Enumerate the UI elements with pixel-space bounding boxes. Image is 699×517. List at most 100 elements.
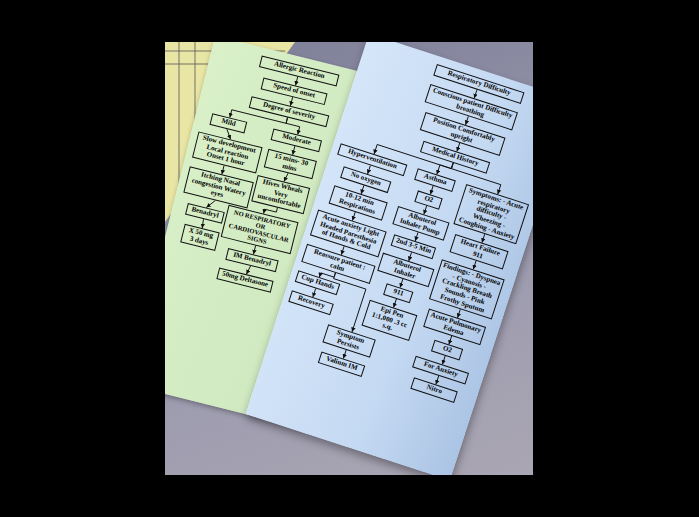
box-text: Hives Wheals Very uncomfortable [255, 178, 307, 212]
process-box: Mild [210, 113, 248, 133]
connector-arrow [246, 265, 250, 274]
connector-arrow [367, 165, 370, 174]
connector-arrow [312, 289, 315, 298]
box-text: Degree of severity [252, 99, 326, 124]
connector-arrow [361, 185, 364, 194]
connector-arrow [457, 309, 460, 318]
process-box: Allergic Reaction [259, 55, 339, 86]
box-text: Heart Failure 911 [452, 237, 504, 267]
process-box: O2 [414, 190, 442, 209]
connector-arrow [264, 205, 278, 217]
connector-arrow [341, 246, 344, 255]
photo-background: Allergic ReactionSpeed of onsetDegree of… [165, 42, 533, 475]
box-text: Reassure patient : calm [304, 247, 372, 282]
connector-arrow [225, 129, 233, 139]
process-box: Degree of severity [249, 96, 329, 127]
process-box: 10-12 min Respirations [328, 185, 387, 221]
box-text: 50mg Deltasone [220, 270, 270, 290]
box-text: 15 mins- 30 mins [267, 151, 313, 177]
process-box: Nitro [410, 377, 457, 402]
box-text: Albuterol Inhaler [380, 255, 430, 284]
connector-arrow [253, 246, 255, 255]
box-text: Acute anxiety Light Headed Paresthesia o… [313, 212, 383, 254]
process-box: Hyperventilation [337, 143, 407, 176]
box-text: Speed of onset [264, 80, 324, 102]
connector-arrow [423, 206, 426, 215]
process-box: 911 [383, 283, 413, 303]
box-text: Symptoms: - Acute respiratory difficulty… [456, 187, 525, 242]
box-text: 911 [386, 286, 409, 300]
box-text: Symptom Persists [325, 327, 372, 355]
box-text: Itching Nasal congestion Watery eyes [187, 169, 251, 206]
process-box: Cup Hands [294, 270, 339, 295]
process-box: Albuterol Inhaler [377, 253, 434, 288]
connector-arrow [293, 146, 295, 155]
box-text: Mild [213, 116, 244, 131]
process-box: IM Benadryl [225, 248, 278, 272]
process-box: No oxygen [340, 166, 391, 193]
process-box: 50mg Deltasone [216, 267, 273, 292]
box-text: For Anxiety [415, 359, 465, 382]
box-text: Asthma [417, 171, 452, 189]
process-box: Moderate [271, 128, 322, 151]
box-text: NO RESPIRATORY OR CARDIOVASCULAR SIGNS [224, 208, 295, 252]
box-text: 2nd 3-5 Min [394, 237, 433, 256]
box-text: O2 [417, 193, 438, 206]
process-box: Heart Failure 911 [449, 234, 508, 270]
connector-arrow [435, 376, 438, 385]
process-box: Medical History [420, 141, 490, 174]
connector-arrow [481, 234, 484, 243]
box-text: Allergic Reaction [262, 58, 336, 83]
connector-arrow [343, 350, 346, 359]
connector-arrow [456, 143, 459, 152]
connector-arrow [448, 336, 451, 345]
box-text: Valium IM [321, 354, 361, 374]
process-box: Findings: - Dyspnea - Cyanosis - Crackli… [428, 259, 504, 320]
connector-arrow [201, 219, 204, 228]
process-box: Recovery [288, 290, 333, 315]
box-text: Moderate [274, 131, 319, 149]
process-box: X 50 mg 3 days [180, 224, 220, 252]
box-text: Recovery [291, 293, 330, 312]
connector-arrow [400, 279, 403, 288]
box-text: Medical History [423, 144, 486, 171]
connector-arrow [474, 90, 477, 99]
box-text: Nitro [413, 380, 453, 400]
connector-arrow [393, 299, 396, 308]
box-text: O2 [434, 343, 459, 358]
process-box: Symptom Persists [322, 324, 376, 358]
process-box: Acute Pulmonary Edema [423, 309, 486, 346]
connector-arrow [374, 139, 453, 178]
box-text: Findings: - Dyspnea - Cyanosis - Crackli… [432, 262, 501, 317]
connector-arrow [222, 166, 224, 175]
connector-arrow [442, 356, 445, 365]
process-box: Epi Pen 1:1,000 .3 cc s.q. [361, 300, 417, 341]
box-text: Epi Pen 1:1,000 .3 cc s.q. [364, 303, 413, 339]
connector-arrow [415, 232, 418, 241]
connector-arrow [296, 77, 298, 86]
process-box: Benadryl [185, 203, 225, 224]
connector-arrow [473, 261, 476, 270]
box-text: X 50 mg 3 days [183, 226, 216, 248]
box-text: Albuterol Inhaler Pump [395, 209, 445, 238]
process-box: NO RESPIRATORY OR CARDIOVASCULAR SIGNS [221, 205, 299, 254]
box-text: Acute Pulmonary Edema [426, 311, 482, 342]
connector-arrow [465, 116, 468, 125]
connector-arrow [430, 186, 433, 195]
process-box: Albuterol Inhaler Pump [392, 206, 449, 241]
connector-arrow [284, 173, 288, 182]
process-box: 15 mins- 30 mins [264, 149, 317, 180]
connector-arrow [206, 199, 215, 209]
process-box: Slow development Local reaction Onset 1 … [192, 131, 263, 173]
process-box: Asthma [414, 168, 456, 191]
process-box: Valium IM [317, 351, 364, 376]
process-box: For Anxiety [412, 356, 469, 384]
process-box: Hives Wheals Very uncomfortable [251, 175, 310, 214]
connector-arrow [290, 97, 292, 106]
box-text: Slow development Local reaction Onset 1 … [195, 134, 259, 171]
process-box: Symptoms: - Acute respiratory difficulty… [453, 184, 529, 245]
process-box: 2nd 3-5 Min [390, 234, 435, 259]
box-text: 10-12 min Respirations [331, 188, 383, 218]
connector-arrow [436, 159, 452, 178]
